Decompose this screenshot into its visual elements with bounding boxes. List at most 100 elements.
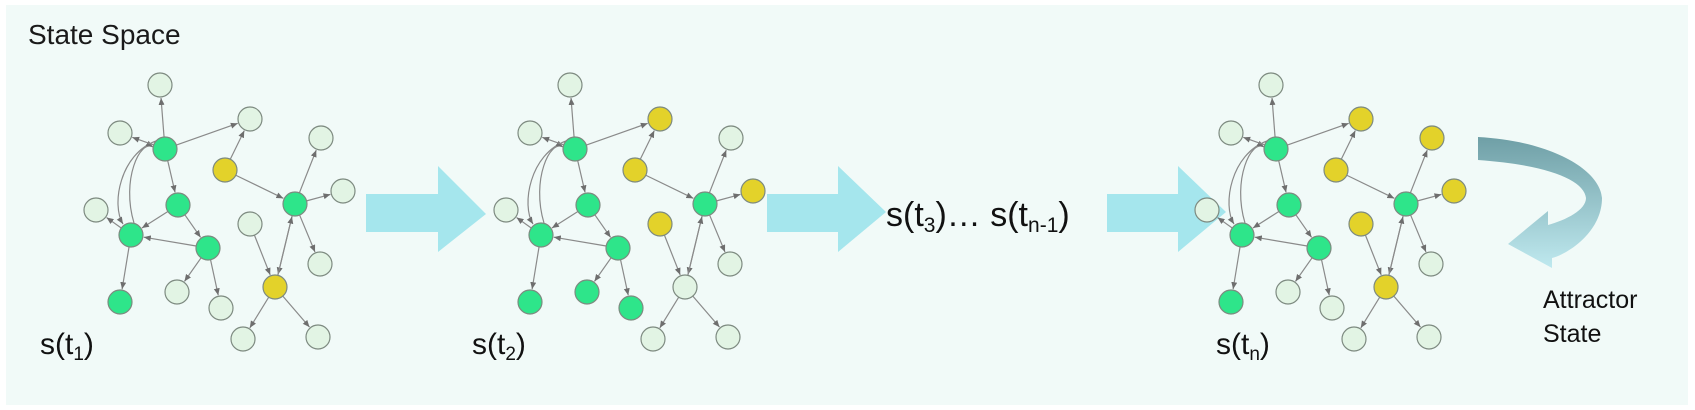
network-edge [594,214,612,238]
network-edge [1364,234,1382,276]
panel-title: State Space [28,19,181,50]
network-edge [141,210,169,229]
network-node-inactive [1194,197,1220,223]
network-edge [1417,193,1442,202]
network-node-active [282,191,308,217]
state-label-t2: s(t2) [472,328,526,365]
attractor-loop-arrow [1478,137,1602,268]
network-node-active [1276,192,1302,218]
network-edge [1388,216,1405,276]
network-edge [132,136,154,146]
network-node-active [517,289,543,315]
network-node-alt [1419,125,1445,151]
network-edge [551,210,579,229]
network-node-active [562,136,588,162]
network-node-active [1218,289,1244,315]
network-edge [1217,217,1233,229]
network-node-active [165,192,191,218]
network-loop-edge [539,140,564,224]
network-node-active [195,235,221,261]
network-node-alt [740,178,766,204]
network-edge [1294,257,1313,282]
network-edge [692,295,720,328]
network-edge [1360,296,1381,329]
network-node-active [574,279,600,305]
network-node-alt [647,106,673,132]
state-label-t1: s(t1) [40,328,94,365]
network-edge [577,160,587,193]
network-edge [1295,214,1313,238]
network-node-alt [1348,211,1374,237]
network-node-inactive [237,211,263,237]
network-node-inactive [493,197,519,223]
network-edge [1393,295,1421,328]
network-node-inactive [672,274,698,300]
network-node-inactive [557,72,583,98]
network-edge [1346,174,1395,199]
network-loop-edge [116,140,157,225]
network-node-inactive [147,72,173,98]
network-edge [277,216,294,276]
network-tn [1194,72,1467,352]
network-node-alt [1323,157,1349,183]
network-node-active [528,222,554,248]
network-edge [542,136,564,146]
transition-arrow-1 [366,166,486,252]
network-edge [249,296,270,329]
network-edge [645,174,694,199]
network-edge [687,216,704,276]
network-node-inactive [1341,326,1367,352]
network-node-inactive [717,251,743,277]
network-edge [282,295,310,328]
network-node-inactive [230,326,256,352]
network-edge [709,214,726,253]
network-node-inactive [208,295,234,321]
network-edge [176,122,238,146]
network-node-inactive [1258,72,1284,98]
network-node-inactive [1218,120,1244,146]
network-edge [1287,122,1349,146]
network-edge [183,257,202,282]
network-node-inactive [1416,324,1442,350]
network-t1 [83,72,356,352]
network-node-active [118,222,144,248]
network-edge [659,296,680,329]
network-node-active [107,289,133,315]
network-node-alt [622,157,648,183]
network-node-active [575,192,601,218]
transition-arrow-3 [1107,166,1226,252]
network-edge [1231,246,1241,290]
network-edge [1409,149,1428,194]
network-node-active [1263,136,1289,162]
network-edge [1320,259,1331,296]
network-edge [593,257,612,282]
network-edge [530,246,540,290]
network-node-active [152,136,178,162]
network-node-inactive [715,324,741,350]
network-edge [716,193,741,202]
network-node-active [1393,191,1419,217]
network-loop-edge [129,140,154,224]
network-edge [235,174,284,199]
network-edge [298,149,317,194]
network-edge [167,160,177,193]
network-node-inactive [83,197,109,223]
network-edge [143,235,197,247]
network-edge [120,246,130,290]
network-node-inactive [1418,251,1444,277]
network-edge [229,130,245,160]
network-edge [1269,97,1276,138]
network-edge [1252,210,1280,229]
network-node-inactive [107,120,133,146]
network-edge [1410,214,1427,253]
network-edge [158,97,165,138]
network-node-active [1306,235,1332,261]
network-edge [568,97,575,138]
network-edge [1243,136,1265,146]
network-node-inactive [164,279,190,305]
network-node-active [692,191,718,217]
network-node-active [1229,222,1255,248]
network-node-active [618,295,644,321]
network-edge [306,193,331,202]
